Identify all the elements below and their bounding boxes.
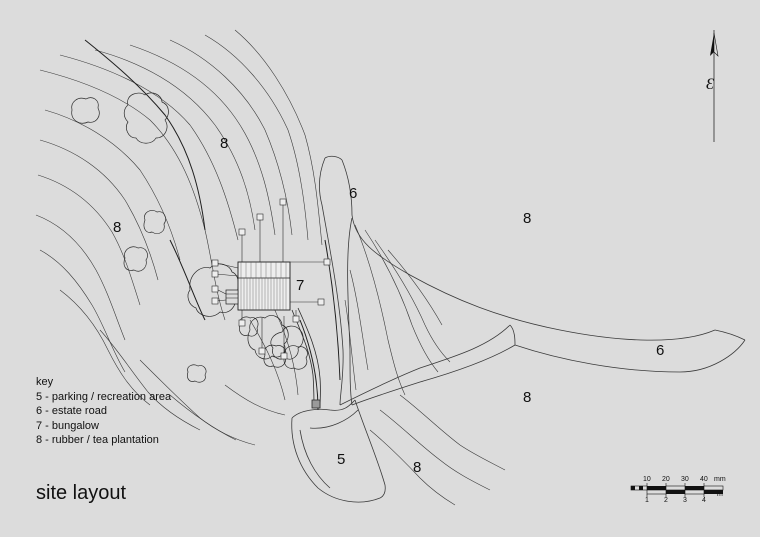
zone-label-8-left: 8 bbox=[113, 219, 122, 236]
scale-tick-mm-10: 10 bbox=[643, 476, 651, 483]
callout-markers bbox=[211, 198, 331, 360]
scale-tick-m-2: 2 bbox=[664, 497, 668, 504]
scale-tick-mm-40: 40 bbox=[700, 476, 708, 483]
zone-label-8-mid-right: 8 bbox=[523, 389, 532, 406]
scale-bar bbox=[630, 483, 724, 497]
scale-tick-m-4: 4 bbox=[702, 497, 706, 504]
access-path bbox=[291, 307, 321, 409]
zone-label-8-top: 8 bbox=[220, 135, 229, 152]
north-arrow-letter: Ɛ bbox=[706, 76, 714, 93]
zone-label-8-bottom: 8 bbox=[413, 459, 422, 476]
bungalow-building bbox=[225, 261, 291, 311]
zone-label-6-road-right: 6 bbox=[656, 342, 665, 359]
scale-tick-mm-20: 20 bbox=[662, 476, 670, 483]
north-arrow bbox=[710, 30, 719, 142]
parking-area bbox=[291, 399, 386, 503]
legend-item: 5 - parking / recreation area bbox=[36, 390, 172, 403]
contour-lines-right bbox=[344, 224, 506, 506]
legend-item: 8 - rubber / tea plantation bbox=[36, 434, 159, 446]
estate-road bbox=[318, 155, 746, 406]
zone-label-7-bungalow: 7 bbox=[296, 277, 305, 294]
zone-label-8-right: 8 bbox=[523, 210, 532, 227]
legend-key: key 5 - parking / recreation area 6 - es… bbox=[36, 375, 171, 448]
scale-tick-m-3: 3 bbox=[683, 497, 687, 504]
contour-lines-left bbox=[35, 29, 323, 446]
drawing-title: site layout bbox=[36, 482, 127, 504]
scale-unit-m: m bbox=[717, 491, 723, 498]
zone-label-6-road-top: 6 bbox=[349, 185, 358, 202]
ridge-lines bbox=[84, 39, 341, 411]
legend-item: 6 - estate road bbox=[36, 405, 107, 417]
zone-label-5-parking: 5 bbox=[337, 451, 346, 468]
scale-unit-mm: mm bbox=[714, 476, 726, 483]
scale-tick-m-1: 1 bbox=[645, 497, 649, 504]
legend-heading: key bbox=[36, 376, 54, 388]
legend-item: 7 - bungalow bbox=[36, 419, 99, 432]
scale-tick-mm-30: 30 bbox=[681, 476, 689, 483]
tree-canopies bbox=[71, 92, 308, 383]
